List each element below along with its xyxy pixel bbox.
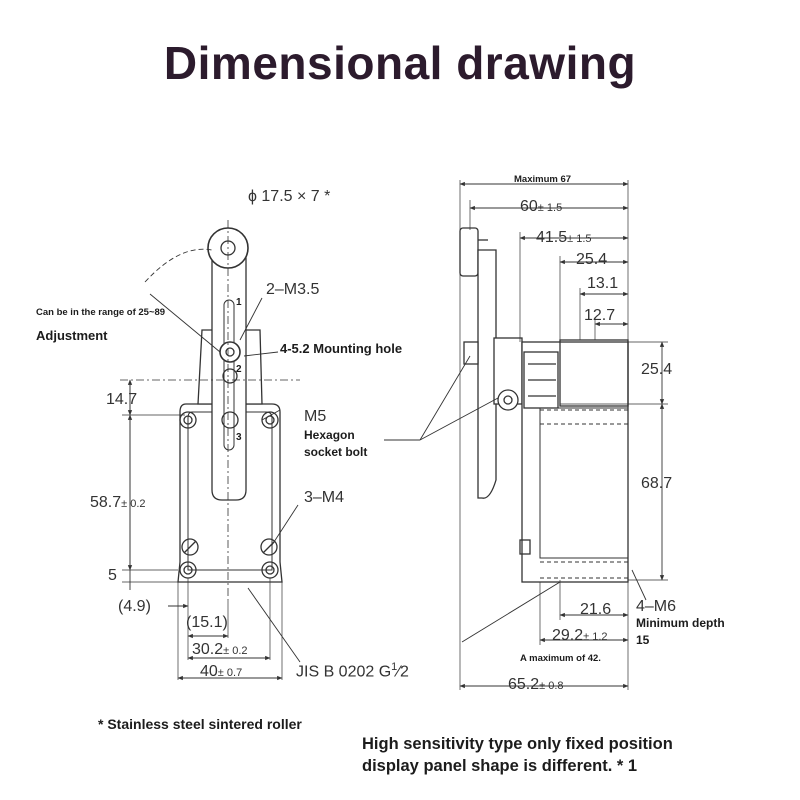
- dim-60: 60± 1.5: [520, 198, 563, 215]
- position-1: 1: [236, 297, 242, 308]
- m4-label: 3–M4: [304, 489, 345, 506]
- m5-label: M5: [304, 408, 327, 425]
- socket-bolt-label: socket bolt: [304, 445, 368, 459]
- dim-30-2: 30.2± 0.2: [192, 641, 248, 658]
- dim-40: 40± 0.7: [200, 663, 243, 680]
- dim-13-1: 13.1: [587, 275, 619, 292]
- dim-4-9: (4.9): [118, 598, 151, 615]
- dim-25-4-right: 25.4: [641, 361, 673, 378]
- dim-29-2: 29.2± 1.2: [552, 627, 608, 644]
- hex-socket-bolt: [221, 411, 239, 429]
- m35-label: 2–M3.5: [266, 281, 320, 298]
- lever-pivot-screw: [219, 341, 241, 363]
- depth-15-label: 15: [636, 633, 650, 647]
- front-view: [120, 220, 301, 681]
- dim-5: 5: [108, 567, 117, 584]
- roller-note: * Stainless steel sintered roller: [98, 716, 302, 732]
- max-42-label: A maximum of 42.: [520, 653, 601, 664]
- dim-21-6: 21.6: [580, 601, 612, 618]
- position-2: 2: [236, 364, 242, 375]
- dim-58-7: 58.7± 0.2: [90, 494, 146, 511]
- sensitivity-note-line1: High sensitivity type only fixed positio…: [362, 735, 673, 753]
- jis-label: JIS B 0202 G1⁄2: [296, 661, 409, 681]
- side-body: [521, 341, 629, 583]
- dim-14-7: 14.7: [106, 391, 138, 408]
- min-depth-label: Minimum depth: [636, 616, 725, 630]
- dim-12-7: 12.7: [584, 307, 616, 324]
- dim-15-1: (15.1): [186, 614, 228, 631]
- sensitivity-note-line2: display panel shape is different. * 1: [362, 757, 638, 775]
- mounting-hole-label: 4-5.2 Mounting hole: [280, 341, 403, 356]
- position-3: 3: [236, 432, 242, 443]
- roller-dimension: ϕ 17.5 × 7 *: [248, 188, 331, 205]
- adjustment-label: Adjustment: [36, 328, 108, 343]
- max-67-label: Maximum 67: [514, 174, 572, 185]
- side-lever-plate: [477, 249, 497, 499]
- page-title: Dimensional drawing: [163, 37, 637, 89]
- dim-41-5: 41.5± 1.5: [536, 229, 592, 246]
- dim-65-2: 65.2± 0.8: [508, 676, 564, 693]
- dim-68-7: 68.7: [641, 475, 673, 492]
- dim-25-4-top: 25.4: [576, 251, 608, 268]
- hexagon-label: Hexagon: [304, 428, 355, 442]
- range-note: Can be in the range of 25~89: [36, 307, 166, 318]
- sensitivity-note: High sensitivity type only fixed positio…: [362, 733, 673, 777]
- side-view: [384, 180, 668, 690]
- lever-arm: [211, 257, 247, 501]
- m6-label: 4–M6: [636, 598, 677, 615]
